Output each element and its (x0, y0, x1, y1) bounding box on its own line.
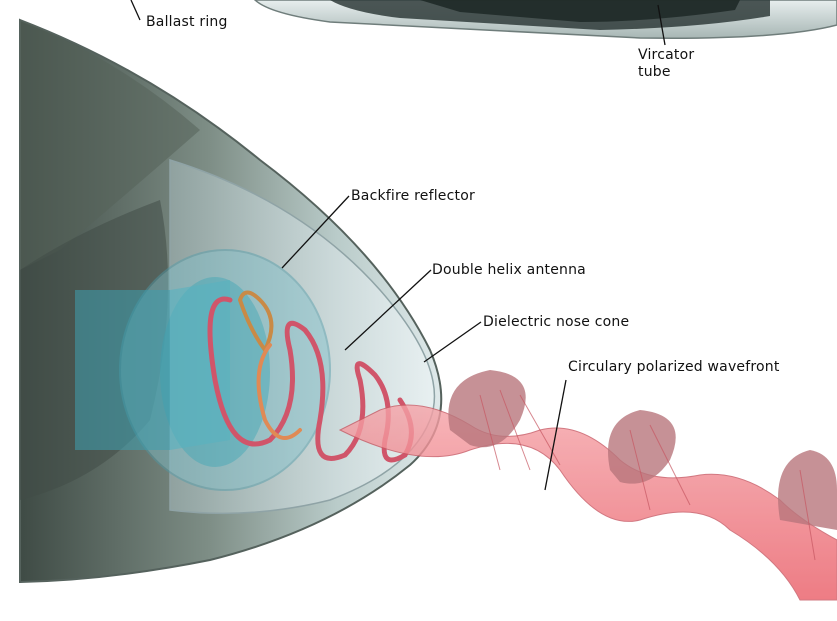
leader-dielectric (424, 322, 481, 362)
label-vircator-tube: Vircator tube (638, 47, 694, 81)
label-vircator-line1: Vircator (638, 47, 694, 63)
label-backfire-reflector: Backfire reflector (351, 188, 475, 205)
vircator-tube-body (255, 0, 837, 38)
label-polarized-wavefront: Circulary polarized wavefront (568, 359, 780, 376)
label-dielectric-nose-cone: Dielectric nose cone (483, 314, 629, 331)
label-double-helix-antenna: Double helix antenna (432, 262, 586, 279)
label-vircator-line2: tube (638, 64, 671, 80)
label-ballast-ring: Ballast ring (146, 14, 228, 31)
leader-ballast (131, 0, 140, 20)
